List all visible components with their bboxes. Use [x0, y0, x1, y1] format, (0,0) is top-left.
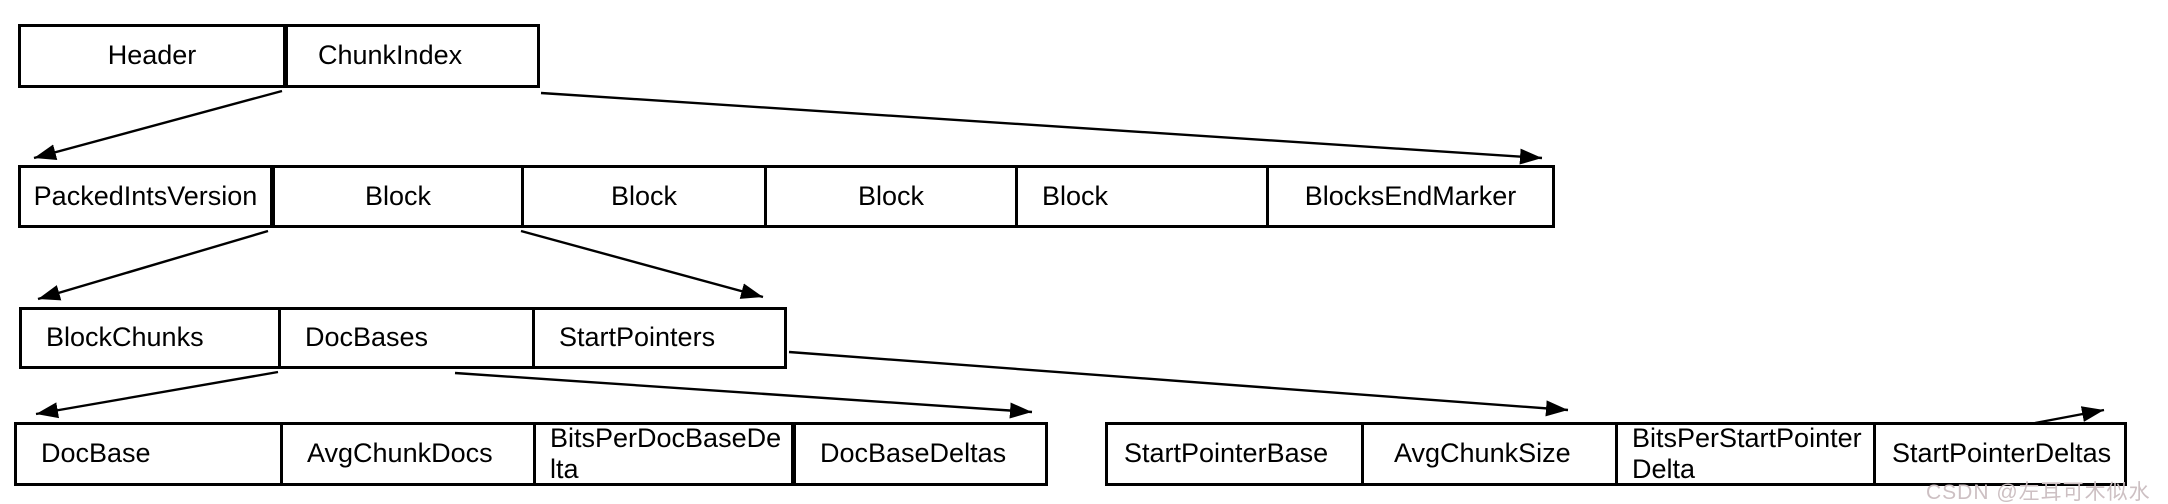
arrow-block-to-blockchunks: [37, 229, 269, 301]
arrow-chunkindex-to-blocksendmarker: [540, 91, 1543, 165]
box-packedintsversion: PackedIntsVersion: [33, 180, 258, 211]
box-avgchunksize: AvgChunkSize: [1361, 425, 1615, 483]
arrow-docbases-to-docbase: [35, 370, 279, 419]
box-block-3: Block: [764, 168, 1015, 225]
box-startpointers: StartPointers: [532, 310, 784, 366]
box-chunkindex: ChunkIndex: [283, 27, 537, 85]
arrow-docbases-to-docbasedeltas: [454, 371, 1033, 419]
row-startpointers: StartPointerBase AvgChunkSize BitsPerSta…: [1105, 422, 2127, 486]
box-header: Header: [107, 40, 197, 71]
box-startpointerbase: StartPointerBase: [1124, 438, 1329, 469]
box-startpointerdeltas: StartPointerDeltas: [1873, 425, 2124, 483]
row-chunkindex: PackedIntsVersion Block Block Block Bloc…: [18, 165, 1555, 228]
box-block-2: Block: [521, 168, 764, 225]
row-docbases: DocBase AvgChunkDocs BitsPerDocBaseDelta…: [14, 422, 1048, 486]
box-blocksendmarker: BlocksEndMarker: [1266, 168, 1552, 225]
box-docbases: DocBases: [278, 310, 532, 366]
box-block-4: Block: [1015, 168, 1266, 225]
watermark: CSDN @左耳可木似水: [1926, 481, 2151, 504]
box-docbasedeltas: DocBaseDeltas: [791, 425, 1045, 483]
row-top: Header ChunkIndex: [18, 24, 540, 88]
box-bitsperstartpointerdelta: BitsPerStartPointerDelta: [1615, 425, 1873, 483]
arrow-startpointers-to-avgchunksize: [788, 350, 1569, 417]
box-avgchunkdocs: AvgChunkDocs: [280, 425, 533, 483]
box-docbase: DocBase: [41, 438, 151, 469]
box-blockchunks: BlockChunks: [46, 322, 204, 353]
arrow-block-to-startpointers: [520, 229, 764, 299]
box-block-1: Block: [270, 168, 521, 225]
row-block: BlockChunks DocBases StartPointers: [19, 307, 787, 369]
arrow-chunkindex-to-packedintsversion: [33, 89, 283, 160]
box-bitsperdocbasedelta: BitsPerDocBaseDelta: [533, 425, 791, 483]
